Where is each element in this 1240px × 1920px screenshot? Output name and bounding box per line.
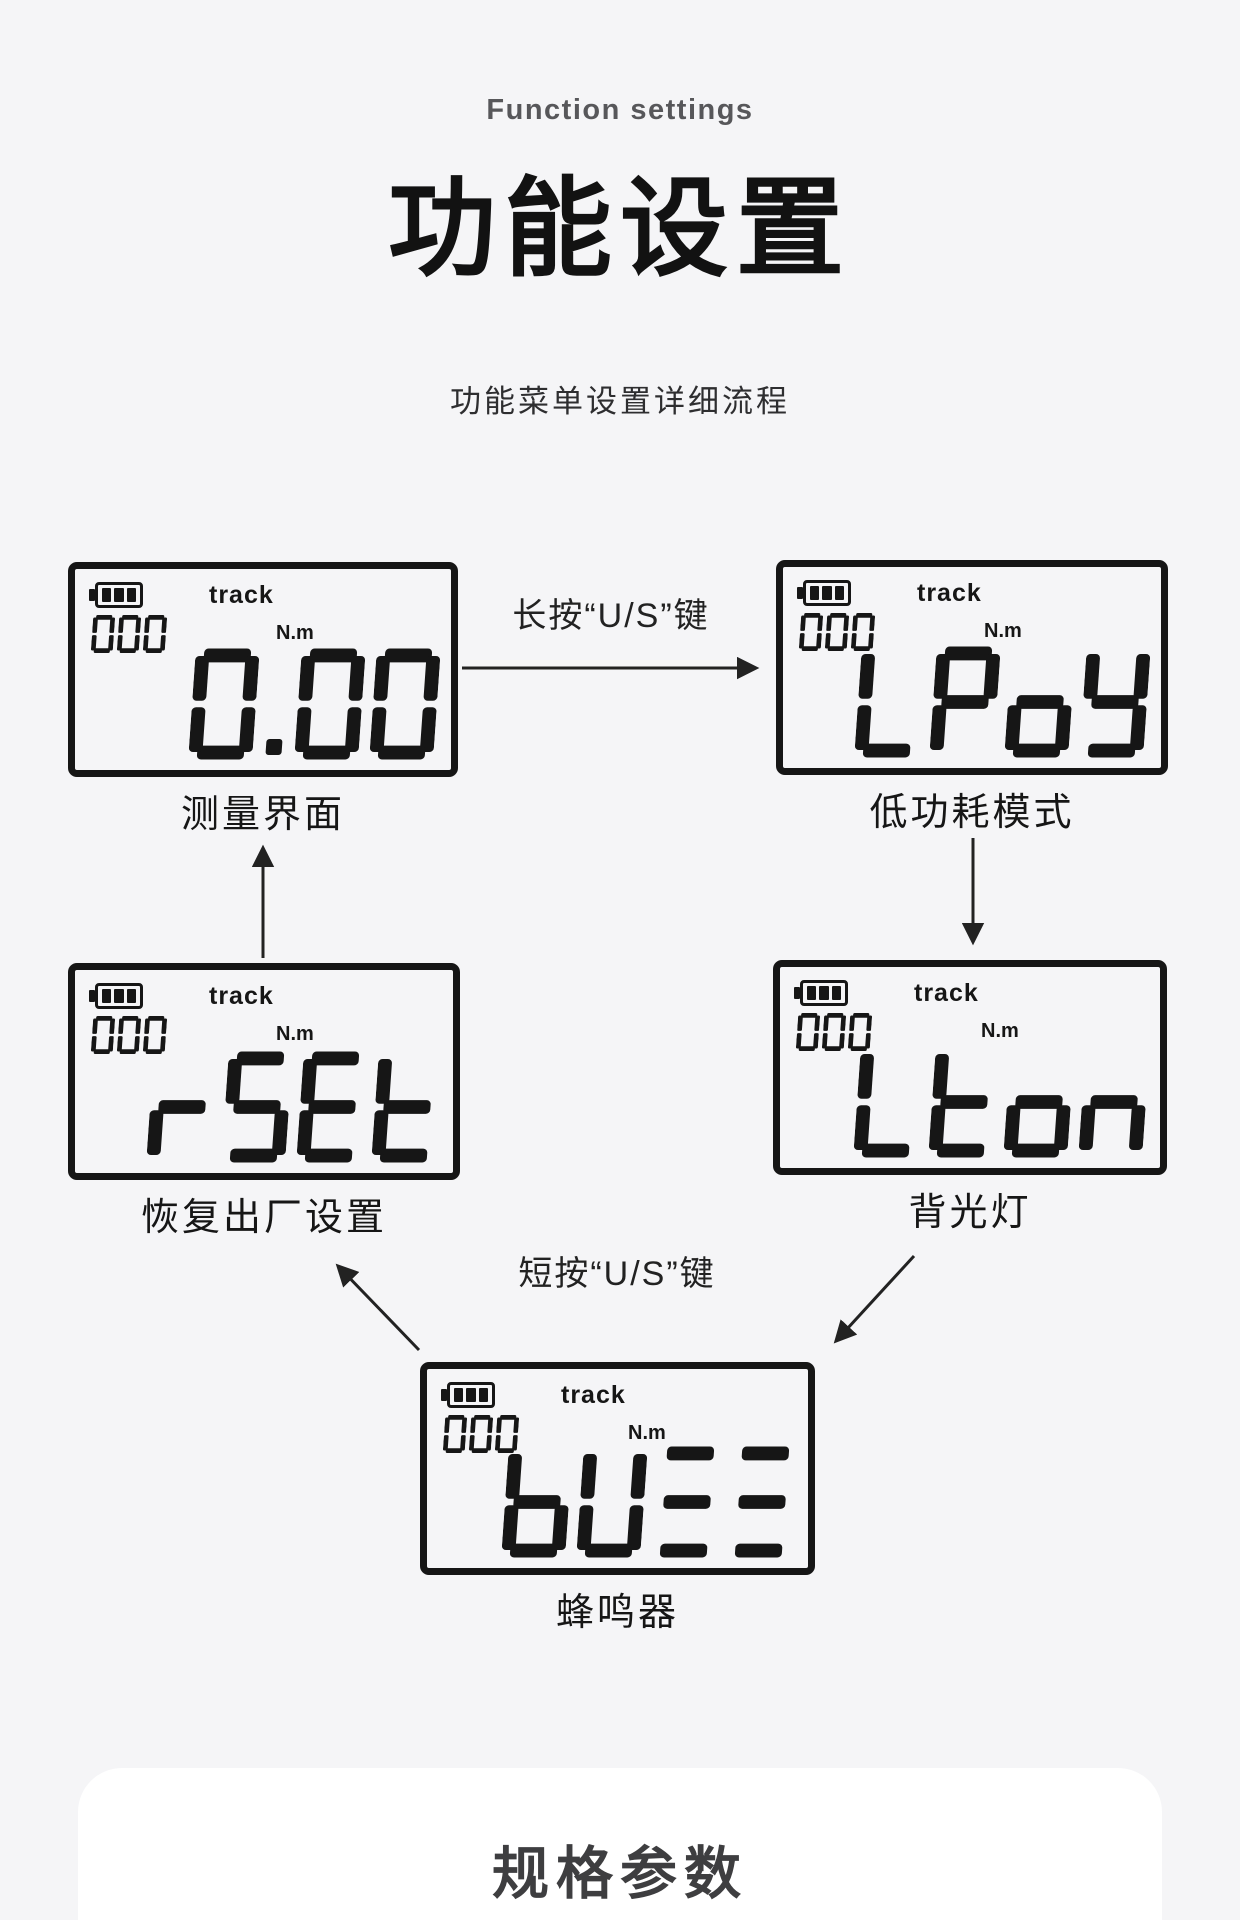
lcd-mode-label: track	[209, 982, 274, 1010]
lcd-value-factory-reset	[146, 1051, 443, 1163]
lcd-counter	[798, 613, 876, 651]
lcd-value-buzzer	[501, 1446, 798, 1558]
arrow-backlight-to-buzzer	[833, 1254, 916, 1344]
lcd-mode-label: track	[914, 979, 979, 1007]
lcd-caption-measure: 测量界面	[180, 794, 345, 836]
arrow-buzzer-to-rset	[335, 1263, 421, 1352]
battery-icon	[794, 980, 848, 1006]
section-eyebrow: Function settings	[486, 94, 754, 126]
battery-icon	[797, 580, 851, 606]
lcd-panel-buzzer: track N.m	[420, 1362, 815, 1575]
spec-section-title: 规格参数	[492, 1842, 748, 1906]
lcd-mode-label: track	[209, 581, 274, 609]
lcd-unit-label: N.m	[628, 1422, 666, 1444]
lcd-value-measure	[188, 648, 441, 760]
lcd-caption-backlight: 背光灯	[908, 1192, 1032, 1234]
lcd-mode-label: track	[561, 1381, 626, 1409]
battery-icon	[89, 983, 143, 1009]
lcd-panel-measure: track N.m	[68, 562, 458, 777]
arrow-label-long-press: 长按“U/S”键	[512, 597, 710, 635]
page-subtitle: 功能菜单设置详细流程	[450, 384, 790, 419]
battery-icon	[89, 582, 143, 608]
lcd-value-low-power	[854, 646, 1151, 758]
lcd-unit-label: N.m	[981, 1020, 1019, 1042]
lcd-unit-label: N.m	[984, 620, 1022, 642]
lcd-panel-factory-reset: track N.m	[68, 963, 460, 1180]
lcd-caption-low-power: 低功耗模式	[869, 792, 1075, 834]
page-title: 功能设置	[387, 168, 852, 289]
lcd-unit-label: N.m	[276, 622, 314, 644]
lcd-panel-backlight: track N.m	[773, 960, 1167, 1175]
lcd-unit-label: N.m	[276, 1023, 314, 1045]
lcd-counter	[90, 1016, 168, 1054]
lcd-caption-buzzer: 蜂鸣器	[555, 1592, 679, 1634]
lcd-caption-factory-reset: 恢复出厂设置	[140, 1197, 387, 1239]
lcd-counter	[795, 1013, 873, 1051]
lcd-counter	[90, 615, 168, 653]
lcd-value-backlight	[853, 1046, 1150, 1158]
lcd-counter	[442, 1415, 520, 1453]
arrow-label-short-press: 短按“U/S”键	[518, 1255, 716, 1293]
lcd-mode-label: track	[917, 579, 982, 607]
battery-icon	[441, 1382, 495, 1408]
lcd-panel-low-power: track N.m	[776, 560, 1168, 775]
spec-section-card: 规格参数	[78, 1768, 1162, 1920]
